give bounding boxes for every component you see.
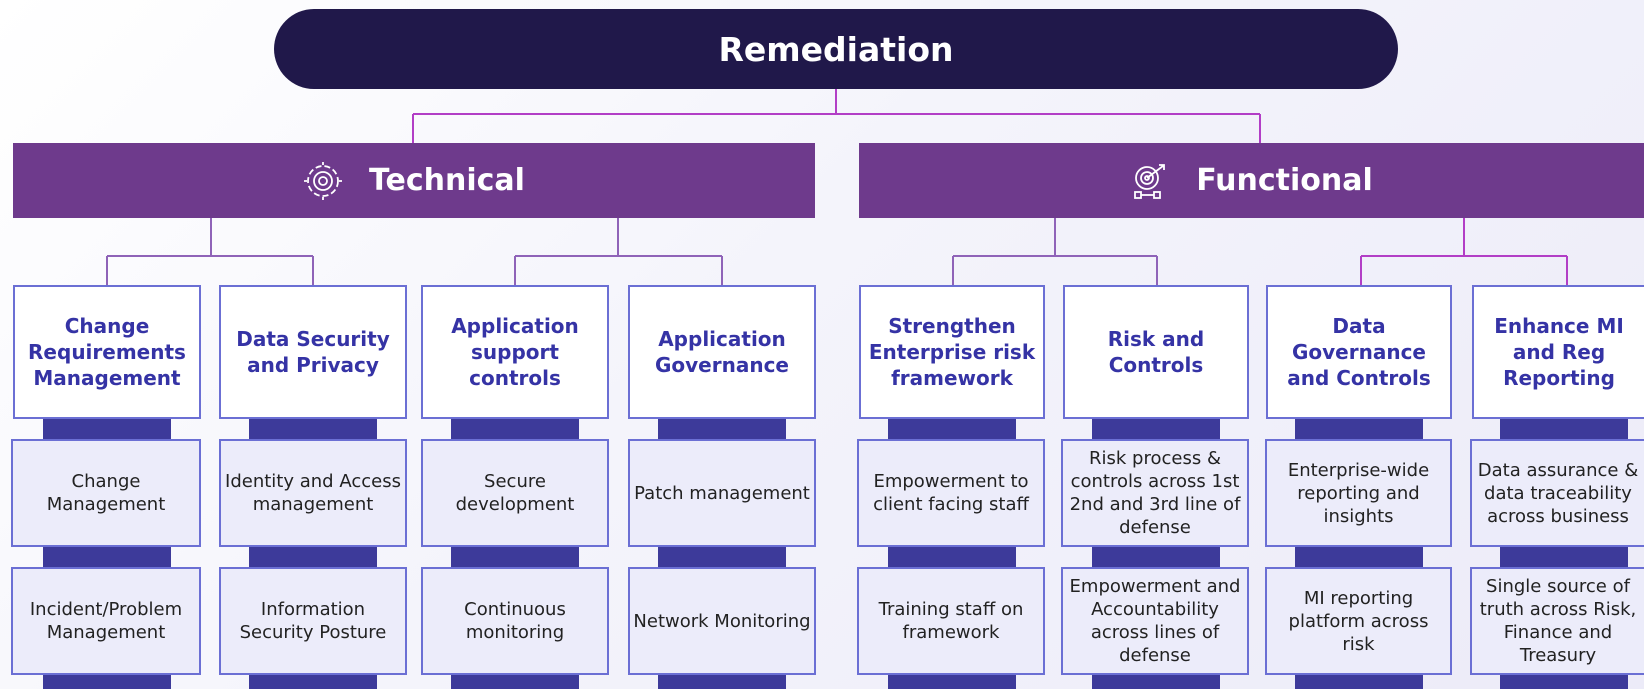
column-bar [451, 547, 579, 567]
column-header: Data Governance and Controls [1266, 285, 1452, 419]
column-bar [1500, 675, 1628, 689]
column-bar [1092, 419, 1220, 439]
category-functional: Functional [859, 143, 1644, 218]
column-bar [451, 675, 579, 689]
column-item: Incident/Problem Management [11, 567, 201, 675]
column-header: Change Requirements Management [13, 285, 201, 419]
column-bar [43, 547, 171, 567]
column-bar [1295, 675, 1423, 689]
column-bar [1295, 547, 1423, 567]
column-header: Application Governance [628, 285, 816, 419]
column-item: Empowerment and Accountability across li… [1061, 567, 1249, 675]
remediation-title: Remediation [274, 9, 1398, 89]
column-bar [1092, 547, 1220, 567]
column-item: Secure development [421, 439, 609, 547]
column-bar [888, 547, 1016, 567]
column-item: Single source of truth across Risk, Fina… [1470, 567, 1644, 675]
column-item: Information Security Posture [219, 567, 407, 675]
column-bar [888, 419, 1016, 439]
column-header: Risk and Controls [1063, 285, 1249, 419]
column-bar [43, 419, 171, 439]
column-item: Data assurance & data traceability acros… [1470, 439, 1644, 547]
column-item: Training staff on framework [857, 567, 1045, 675]
column-bar [658, 547, 786, 567]
column-bar [658, 675, 786, 689]
column-bar [1092, 675, 1220, 689]
column-bar [1295, 419, 1423, 439]
column-header: Strengthen Enterprise risk framework [859, 285, 1045, 419]
dartboard-target-icon [1130, 161, 1170, 201]
column-bar [658, 419, 786, 439]
column-item: Network Monitoring [628, 567, 816, 675]
column-bar [1500, 547, 1628, 567]
column-header: Data Security and Privacy [219, 285, 407, 419]
column-bar [451, 419, 579, 439]
category-technical: Technical [13, 143, 815, 218]
column-header: Application support controls [421, 285, 609, 419]
column-item: Continuous monitoring [421, 567, 609, 675]
column-item: Identity and Access management [219, 439, 407, 547]
column-item: Enterprise-wide reporting and insights [1265, 439, 1452, 547]
column-bar [249, 419, 377, 439]
column-bar [249, 547, 377, 567]
gear-cog-icon [303, 161, 343, 201]
column-item: Risk process & controls across 1st 2nd a… [1061, 439, 1249, 547]
column-item: MI reporting platform across risk [1265, 567, 1452, 675]
column-bar [249, 675, 377, 689]
column-bar [43, 675, 171, 689]
category-label: Functional [1196, 163, 1373, 198]
column-item: Empowerment to client facing staff [857, 439, 1045, 547]
column-bar [1500, 419, 1628, 439]
column-item: Change Management [11, 439, 201, 547]
column-item: Patch management [628, 439, 816, 547]
category-label: Technical [369, 163, 525, 198]
column-header: Enhance MI and Reg Reporting [1472, 285, 1644, 419]
column-bar [888, 675, 1016, 689]
